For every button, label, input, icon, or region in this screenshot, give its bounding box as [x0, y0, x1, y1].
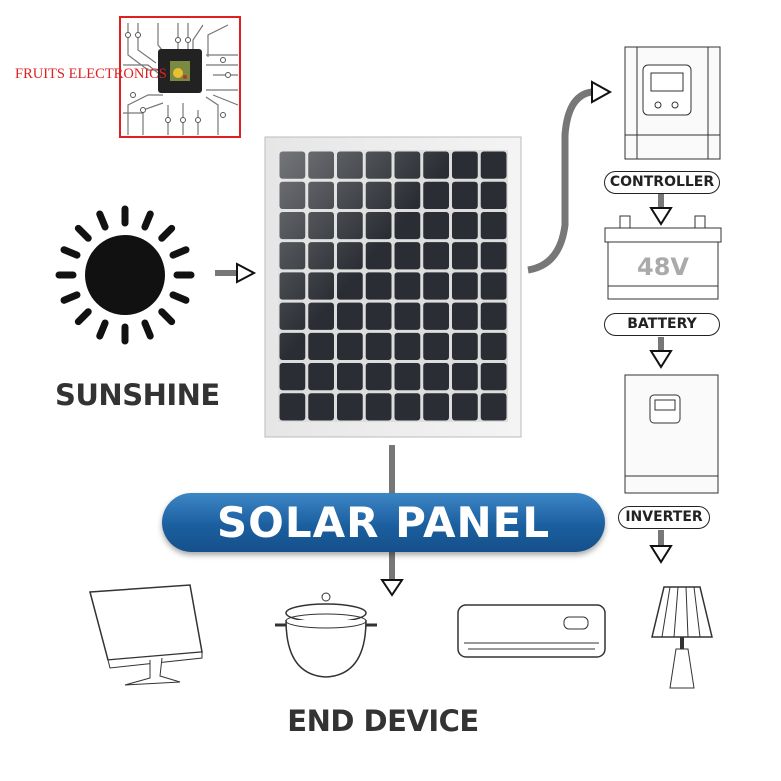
battery-label: BATTERY: [604, 313, 720, 336]
sun-ray: [60, 246, 81, 259]
sun-ray: [74, 224, 92, 242]
lamp-icon: [651, 586, 713, 689]
solar-panel-banner: SOLAR PANEL: [162, 493, 605, 552]
arrow-down-icon: [649, 337, 673, 369]
logo-circuit-icon: [119, 16, 241, 138]
inverter-image: [624, 374, 719, 494]
sun-ray: [158, 224, 176, 242]
sun-ray: [141, 210, 154, 231]
sun-ray: [60, 291, 81, 304]
sun-ray: [74, 308, 92, 326]
arrow-down-icon: [649, 530, 673, 564]
controller-label: CONTROLLER: [604, 171, 720, 194]
logo-text: FRUITS ELECTRONICS: [15, 66, 167, 82]
sun-ray: [141, 319, 154, 340]
arrow-down-icon: [649, 194, 673, 226]
sun-ray: [158, 308, 176, 326]
sun-ray: [169, 291, 190, 304]
battery-image: [604, 215, 722, 300]
inverter-label: INVERTER: [618, 506, 710, 529]
sun-ray: [96, 210, 109, 231]
air-conditioner-icon: [457, 604, 606, 658]
solar-panel-image: [264, 136, 522, 438]
controller-image: [624, 46, 721, 160]
sunshine-label: SUNSHINE: [55, 378, 220, 412]
flow-to-controller-arrow: [527, 80, 613, 274]
sun-icon: [55, 205, 195, 345]
arrow-right-icon: [215, 262, 257, 284]
sun-ray: [96, 319, 109, 340]
sun-ray: [169, 246, 190, 259]
monitor-icon: [89, 584, 203, 686]
cooking-pot-icon: [275, 592, 377, 678]
battery-voltage: 48V: [637, 253, 689, 281]
end-device-label: END DEVICE: [287, 704, 479, 738]
